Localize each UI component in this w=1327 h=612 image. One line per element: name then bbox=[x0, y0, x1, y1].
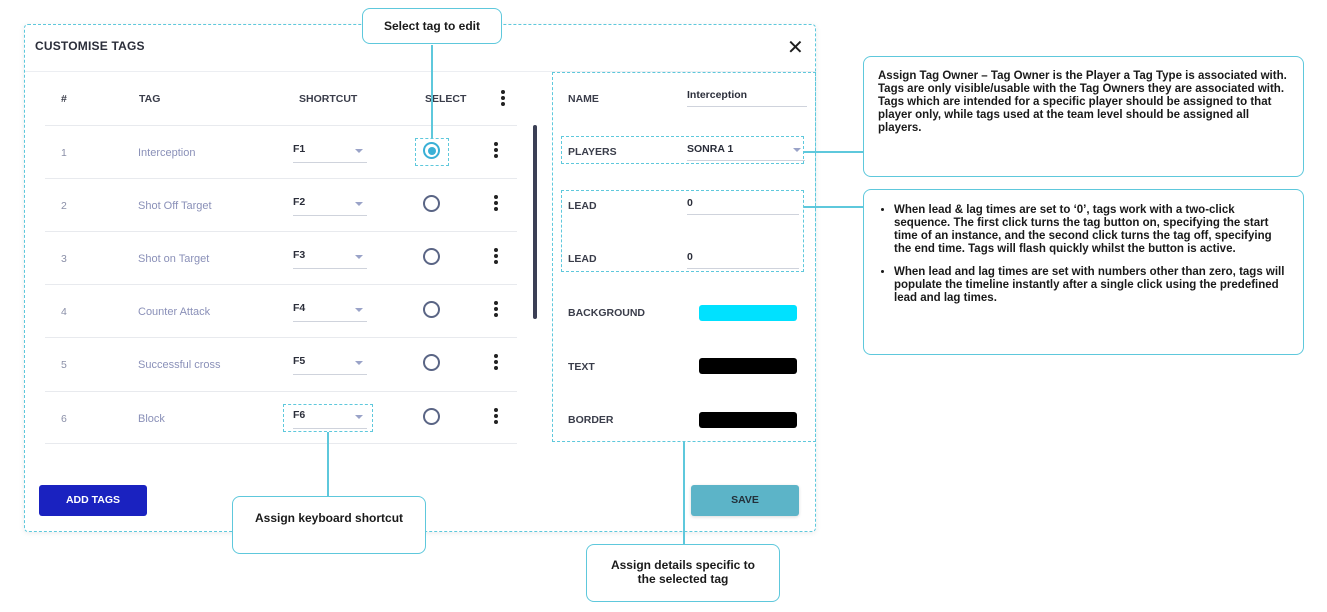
more-options-icon[interactable] bbox=[493, 354, 499, 372]
name-label: NAME bbox=[568, 93, 599, 105]
shortcut-value: F2 bbox=[293, 196, 306, 208]
table-row[interactable]: 6 Block F6 bbox=[45, 391, 517, 444]
chevron-down-icon bbox=[355, 149, 363, 153]
name-field[interactable]: Interception bbox=[687, 85, 807, 107]
header-more-icon[interactable] bbox=[500, 90, 506, 108]
shortcut-select[interactable]: F6 bbox=[293, 405, 367, 429]
row-tag-name[interactable]: Successful cross bbox=[138, 359, 221, 371]
table-row[interactable]: 4 Counter Attack F4 bbox=[45, 284, 517, 337]
shortcut-select[interactable]: F5 bbox=[293, 351, 367, 375]
lead-input[interactable]: 0 bbox=[687, 193, 799, 215]
more-options-icon[interactable] bbox=[493, 301, 499, 319]
lag-value: 0 bbox=[687, 251, 693, 263]
table-row[interactable]: 5 Successful cross F5 bbox=[45, 337, 517, 390]
chevron-down-icon bbox=[793, 148, 801, 152]
customise-tags-dialog: CUSTOMISE TAGS ✕ # TAG SHORTCUT SELECT 1… bbox=[24, 24, 816, 532]
callout-select-tag: Select tag to edit bbox=[362, 8, 502, 44]
connector-line bbox=[804, 151, 863, 153]
background-color-swatch[interactable] bbox=[699, 305, 797, 321]
scrollbar[interactable] bbox=[533, 125, 537, 319]
chevron-down-icon bbox=[355, 308, 363, 312]
connector-line bbox=[431, 45, 433, 138]
row-number: 4 bbox=[61, 306, 67, 318]
border-label: BORDER bbox=[568, 414, 614, 426]
shortcut-highlight bbox=[283, 404, 373, 432]
shortcut-select[interactable]: F2 bbox=[293, 192, 367, 216]
shortcut-value: F5 bbox=[293, 355, 306, 367]
callout-details: Assign details specific to the selected … bbox=[586, 544, 780, 602]
dialog-title: CUSTOMISE TAGS bbox=[35, 39, 145, 53]
shortcut-value: F1 bbox=[293, 143, 306, 155]
lead-lag-note-2: When lead and lag times are set with num… bbox=[894, 266, 1289, 305]
background-label: BACKGROUND bbox=[568, 307, 645, 319]
lag-label: LEAD bbox=[568, 253, 597, 265]
lead-lag-note-1: When lead & lag times are set to ‘0’, ta… bbox=[894, 204, 1289, 256]
text-color-swatch[interactable] bbox=[699, 358, 797, 374]
row-number: 2 bbox=[61, 200, 67, 212]
select-radio[interactable] bbox=[423, 301, 440, 318]
row-number: 5 bbox=[61, 359, 67, 371]
table-row[interactable]: 1 Interception F1 bbox=[45, 125, 517, 178]
select-radio[interactable] bbox=[423, 408, 440, 425]
row-number: 3 bbox=[61, 253, 67, 265]
more-options-icon[interactable] bbox=[493, 408, 499, 426]
more-options-icon[interactable] bbox=[493, 248, 499, 266]
row-tag-name[interactable]: Interception bbox=[138, 147, 196, 159]
name-value: Interception bbox=[687, 89, 748, 101]
header-shortcut: SHORTCUT bbox=[299, 93, 358, 105]
text-label: TEXT bbox=[568, 361, 595, 373]
title-divider bbox=[25, 71, 815, 72]
row-tag-name[interactable]: Shot on Target bbox=[138, 253, 210, 265]
chevron-down-icon bbox=[355, 202, 363, 206]
add-tags-button[interactable]: ADD TAGS bbox=[39, 485, 147, 516]
callout-tag-owner: Assign Tag Owner – Tag Owner is the Play… bbox=[863, 56, 1304, 177]
select-radio-highlight bbox=[415, 138, 449, 166]
players-select[interactable]: SONRA 1 bbox=[687, 139, 805, 161]
callout-keyboard-shortcut: Assign keyboard shortcut bbox=[232, 496, 426, 554]
header-select: SELECT bbox=[425, 93, 467, 105]
shortcut-value: F3 bbox=[293, 249, 306, 261]
header-tag: TAG bbox=[139, 93, 161, 105]
lead-value: 0 bbox=[687, 197, 693, 209]
chevron-down-icon bbox=[355, 361, 363, 365]
select-radio[interactable] bbox=[423, 354, 440, 371]
row-number: 1 bbox=[61, 147, 67, 159]
players-highlight bbox=[561, 136, 804, 164]
select-radio[interactable] bbox=[423, 195, 440, 212]
close-icon[interactable]: ✕ bbox=[787, 37, 804, 59]
shortcut-select[interactable]: F4 bbox=[293, 298, 367, 322]
shortcut-select[interactable]: F1 bbox=[293, 139, 367, 163]
row-tag-name[interactable]: Block bbox=[138, 413, 165, 425]
shortcut-select[interactable]: F3 bbox=[293, 245, 367, 269]
callout-lead-lag: When lead & lag times are set to ‘0’, ta… bbox=[863, 189, 1304, 355]
details-highlight bbox=[552, 72, 816, 442]
select-radio[interactable] bbox=[423, 142, 440, 159]
more-options-icon[interactable] bbox=[493, 195, 499, 213]
shortcut-value: F4 bbox=[293, 302, 306, 314]
row-tag-name[interactable]: Shot Off Target bbox=[138, 200, 212, 212]
connector-line bbox=[327, 432, 329, 496]
connector-line bbox=[683, 442, 685, 544]
shortcut-value: F6 bbox=[293, 409, 306, 421]
players-label: PLAYERS bbox=[568, 146, 617, 158]
lag-input[interactable]: 0 bbox=[687, 247, 799, 269]
select-radio[interactable] bbox=[423, 248, 440, 265]
lead-label: LEAD bbox=[568, 200, 597, 212]
table-row[interactable]: 2 Shot Off Target F2 bbox=[45, 178, 517, 231]
more-options-icon[interactable] bbox=[493, 142, 499, 160]
chevron-down-icon bbox=[355, 255, 363, 259]
lead-lag-highlight bbox=[561, 190, 804, 272]
players-value: SONRA 1 bbox=[687, 143, 734, 155]
save-button[interactable]: SAVE bbox=[691, 485, 799, 516]
border-color-swatch[interactable] bbox=[699, 412, 797, 428]
row-number: 6 bbox=[61, 413, 67, 425]
header-num: # bbox=[61, 93, 67, 105]
chevron-down-icon bbox=[355, 415, 363, 419]
table-row[interactable]: 3 Shot on Target F3 bbox=[45, 231, 517, 284]
connector-line bbox=[804, 206, 863, 208]
row-tag-name[interactable]: Counter Attack bbox=[138, 306, 211, 318]
